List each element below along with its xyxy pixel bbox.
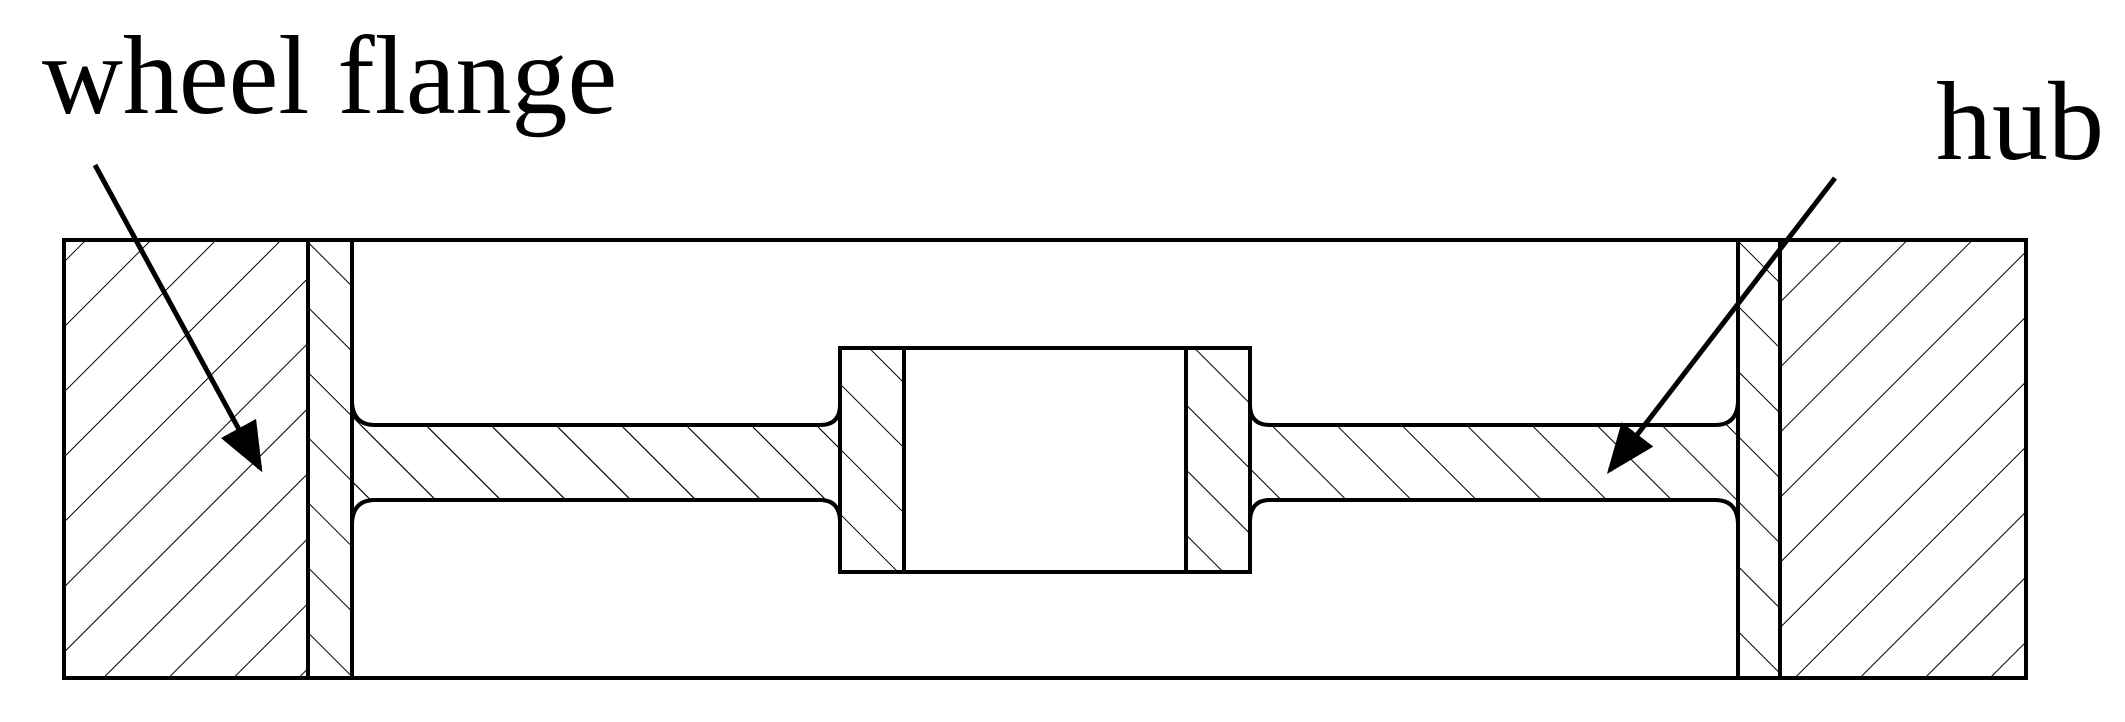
hub-web-right <box>1248 399 1740 526</box>
hub-leader-arrow <box>1606 176 1837 474</box>
hub-center-section <box>838 346 1252 574</box>
wheel-flange-right-section <box>1778 238 2028 680</box>
hub-web-left <box>350 345 842 526</box>
hub-rim-left <box>306 238 354 680</box>
hub-rim-right <box>1736 238 1782 680</box>
wheel-flange-leader-arrow <box>92 163 263 473</box>
wheel-flange-left-section <box>62 238 310 680</box>
wheel-flange-label: wheel flange <box>42 14 618 138</box>
hub-label: hub <box>1936 60 2104 184</box>
cavity-outline <box>350 238 1740 680</box>
